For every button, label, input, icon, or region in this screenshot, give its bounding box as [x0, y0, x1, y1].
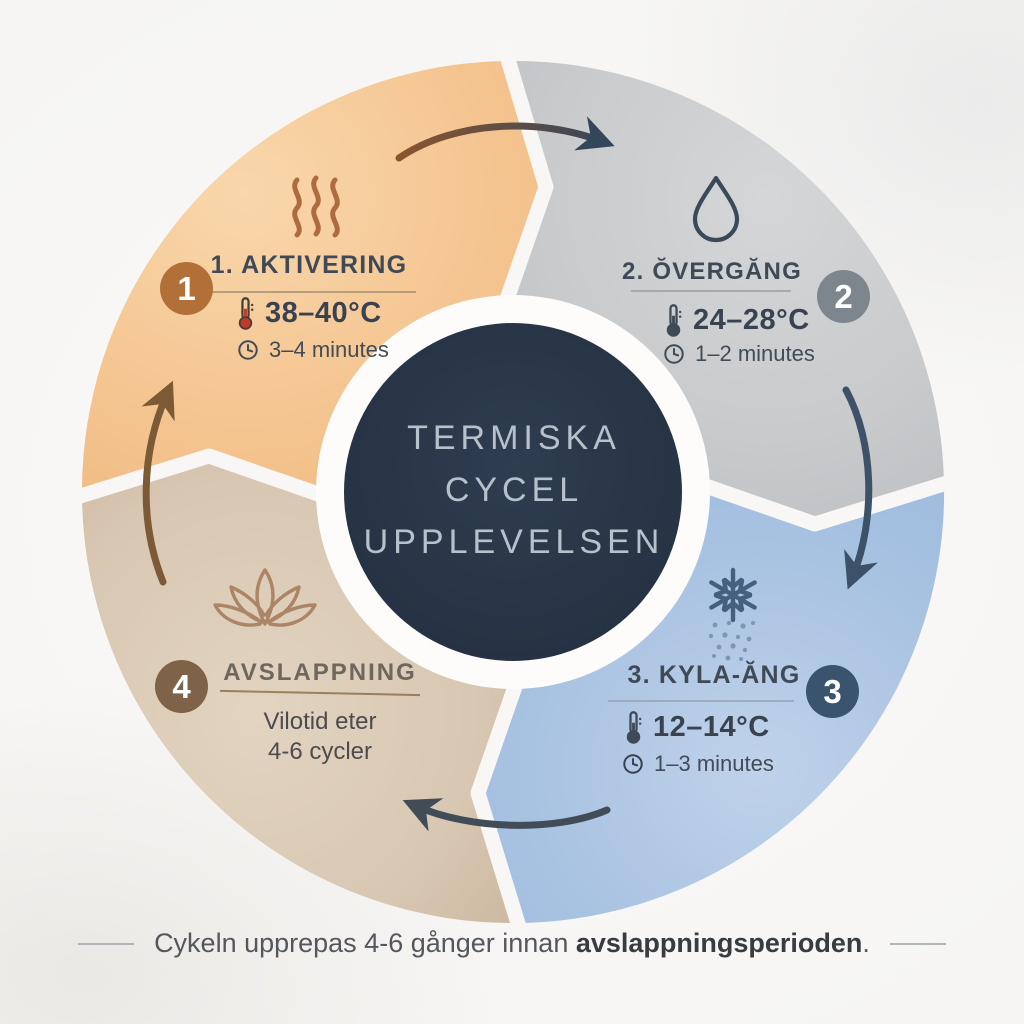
- step3-temperature: 12–14°C: [653, 711, 770, 743]
- step2-badge-number: 2: [834, 277, 853, 315]
- thermometer-icon: [626, 711, 642, 744]
- step3-temperature-row: 12–14°C: [624, 710, 770, 745]
- step1-underline: [204, 291, 416, 293]
- caption-prefix: Cykeln upprepas 4-6 gånger innan: [154, 928, 576, 958]
- clock-icon: [238, 340, 258, 360]
- caption-left-rule: [78, 942, 135, 945]
- heat-waves-icon: [292, 175, 340, 238]
- clock-icon: [623, 754, 643, 774]
- thermometer-icon: [238, 297, 254, 330]
- step4-title: AVSLAPPNING: [223, 659, 417, 686]
- caption-suffix: .: [862, 928, 870, 958]
- step3-duration: 1–3 minutes: [654, 751, 774, 776]
- water-drop-icon: [692, 175, 740, 243]
- center-title: TERMISKA CYCEL UPPLEVELSEN: [353, 419, 675, 562]
- step3-duration-row: 1–3 minutes: [622, 751, 774, 777]
- center-title-line1: TERMISKA: [407, 419, 621, 457]
- clock-icon: [664, 344, 684, 364]
- step1-temperature: 38–40°C: [265, 297, 382, 329]
- step2-duration: 1–2 minutes: [695, 341, 815, 366]
- segment-dividers: [66, 38, 958, 938]
- center-title-line3: UPPLEVELSEN: [363, 523, 665, 561]
- arrow-step3-to-step4: [402, 798, 611, 832]
- arrow-step2-to-step3: [842, 386, 878, 590]
- caption-text: Cykeln upprepas 4-6 gånger innan avslapp…: [154, 928, 870, 959]
- caption-bold: avslappningsperioden: [575, 928, 863, 958]
- step4-note: Vilotid eter 4-6 cycler: [216, 707, 424, 767]
- falling-snow-dots: [708, 620, 755, 661]
- step1-temperature-row: 38–40°C: [236, 296, 382, 331]
- step2-underline: [631, 290, 791, 292]
- snowflake-icon: [708, 567, 757, 661]
- step1-title: 1. AKTIVERING: [210, 251, 408, 279]
- step2-title: 2. ŎVERGĂNG: [622, 258, 802, 285]
- step4-note-line2: 4-6 cycler: [267, 738, 373, 765]
- step1-duration-row: 3–4 minutes: [237, 337, 389, 363]
- lotus-icon: [213, 568, 317, 627]
- bottom-caption: Cykeln upprepas 4-6 gånger innan avslapp…: [0, 928, 1024, 959]
- step2-badge: 2: [817, 270, 870, 323]
- step4-badge: 4: [155, 660, 208, 713]
- step4-badge-number: 4: [172, 667, 191, 705]
- center-circle: [344, 323, 682, 661]
- step1-badge-number: 1: [177, 269, 196, 307]
- step1-duration: 3–4 minutes: [269, 337, 389, 362]
- step2-temperature-row: 24–28°C: [664, 303, 810, 338]
- step3-underline: [608, 700, 794, 702]
- arrow-step1-to-step2: [395, 116, 615, 162]
- center-title-line2: CYCEL: [444, 471, 584, 509]
- step2-duration-row: 1–2 minutes: [663, 341, 815, 367]
- step1-badge: 1: [160, 262, 213, 315]
- arrow-step4-to-step1: [141, 380, 175, 586]
- step4-note-line1: Vilotid eter: [263, 708, 377, 735]
- step2-temperature: 24–28°C: [693, 304, 810, 336]
- step3-title: 3. KYLA-ĂNG: [627, 661, 801, 689]
- caption-right-rule: [889, 942, 946, 945]
- step3-badge-number: 3: [823, 672, 842, 710]
- step3-badge: 3: [806, 665, 859, 718]
- thermometer-icon: [666, 304, 682, 337]
